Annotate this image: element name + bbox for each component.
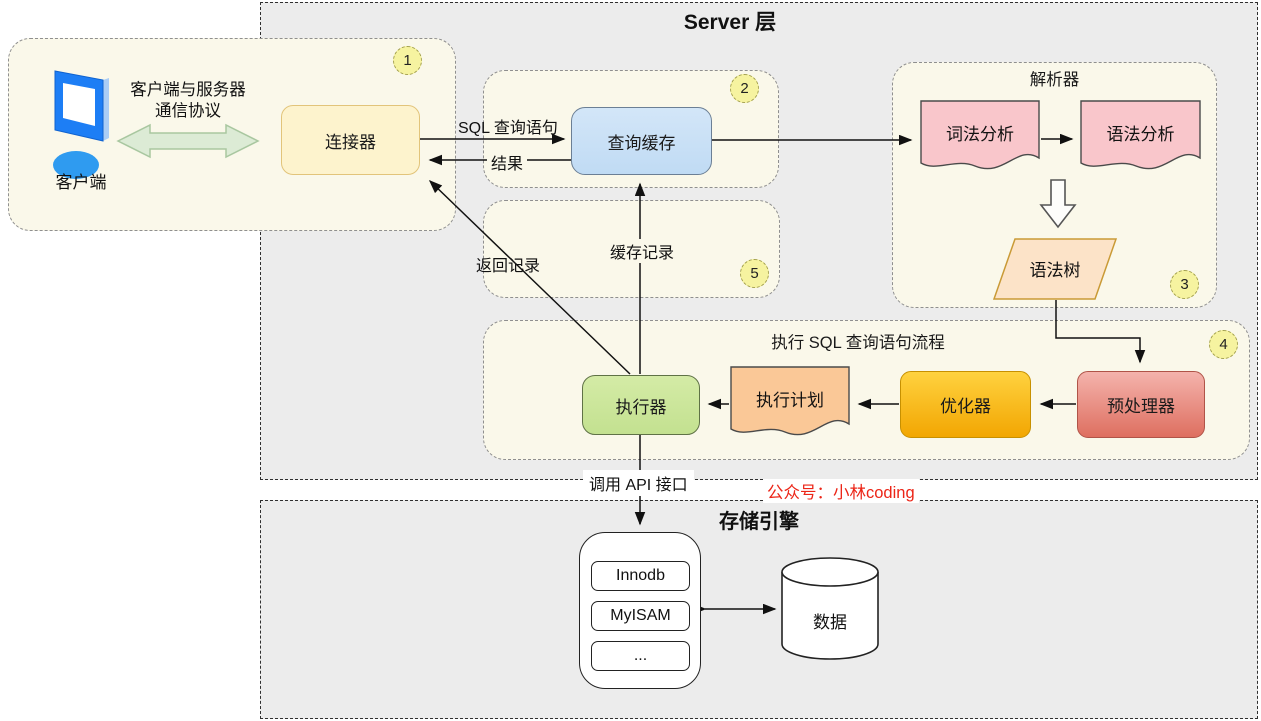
badge-2-number: 2: [740, 80, 749, 97]
result-edge-label: 结果: [487, 150, 528, 174]
lexical-analysis-label: 词法分析: [946, 124, 1014, 144]
data-store-node: 数据: [780, 556, 880, 662]
server-layer-title: Server 层: [683, 11, 777, 34]
preprocessor-node: 预处理器: [1077, 371, 1205, 438]
engine-item-other: ...: [591, 641, 690, 671]
syntax-analysis-node: 语法分析: [1080, 100, 1201, 178]
connector-node: 连接器: [281, 105, 420, 175]
engine-item-innodb-label: Innodb: [616, 567, 665, 584]
storage-layer-title: 存储引擎: [719, 511, 799, 533]
syntax-tree-node: 语法树: [993, 238, 1117, 300]
connector-node-label: 连接器: [325, 132, 376, 152]
parser-section-title: 解析器: [1029, 71, 1080, 89]
lexical-analysis-node: 词法分析: [920, 100, 1040, 178]
watermark-text: 公众号：小林coding: [763, 479, 919, 503]
protocol-text: 客户端与服务器 通信协议: [116, 80, 260, 122]
return-record-edge-label: 返回记录: [476, 258, 541, 275]
badge-4: 4: [1209, 330, 1238, 359]
badge-2: 2: [730, 74, 759, 103]
bidirectional-arrow-icon: [116, 123, 260, 159]
executor-node: 执行器: [582, 375, 700, 435]
badge-3: 3: [1170, 270, 1199, 299]
badge-3-number: 3: [1180, 276, 1189, 293]
edge-executor-to-connector: [428, 179, 631, 375]
client-monitor-icon: [53, 70, 109, 179]
badge-1: 1: [393, 46, 422, 75]
call-api-edge-label: 调用 API 接口: [583, 470, 694, 496]
engine-item-other-label: ...: [633, 647, 648, 664]
query-cache-node: 查询缓存: [571, 107, 712, 175]
edge-tree-to-preprocessor: [1055, 300, 1146, 364]
database-cylinder-icon: [781, 557, 879, 660]
syntax-tree-label: 语法树: [1029, 260, 1081, 280]
badge-1-number: 1: [403, 52, 412, 69]
sql-query-edge-label: SQL 查询语句: [458, 120, 558, 137]
engine-item-innodb: Innodb: [591, 561, 690, 591]
document-shape: [730, 366, 850, 436]
data-store-label: 数据: [813, 613, 847, 632]
execution-plan-label: 执行计划: [756, 390, 824, 410]
executor-node-label: 执行器: [615, 397, 667, 417]
protocol-line2: 通信协议: [155, 102, 221, 120]
syntax-analysis-label: 语法分析: [1106, 124, 1175, 144]
badge-5: 5: [740, 259, 769, 288]
down-arrow-icon: [1039, 179, 1077, 229]
optimizer-node-label: 优化器: [940, 397, 991, 416]
document-shape: [1080, 100, 1201, 170]
engine-stack-box: Innodb MyISAM ...: [579, 532, 701, 689]
badge-4-number: 4: [1219, 336, 1228, 353]
execute-section-title: 执行 SQL 查询语句流程: [771, 334, 945, 352]
parallelogram-shape: [993, 238, 1117, 300]
optimizer-node: 优化器: [900, 371, 1031, 438]
cache-record-edge-label: 缓存记录: [606, 239, 679, 263]
execution-plan-node: 执行计划: [730, 366, 850, 444]
query-cache-node-label: 查询缓存: [607, 133, 676, 153]
engine-item-myisam: MyISAM: [591, 601, 690, 631]
protocol-line1: 客户端与服务器: [130, 81, 246, 99]
engine-item-myisam-label: MyISAM: [610, 607, 671, 624]
preprocessor-node-label: 预处理器: [1107, 397, 1175, 416]
client-label: 客户端: [55, 173, 107, 192]
document-shape: [920, 100, 1040, 170]
badge-5-number: 5: [750, 265, 759, 282]
